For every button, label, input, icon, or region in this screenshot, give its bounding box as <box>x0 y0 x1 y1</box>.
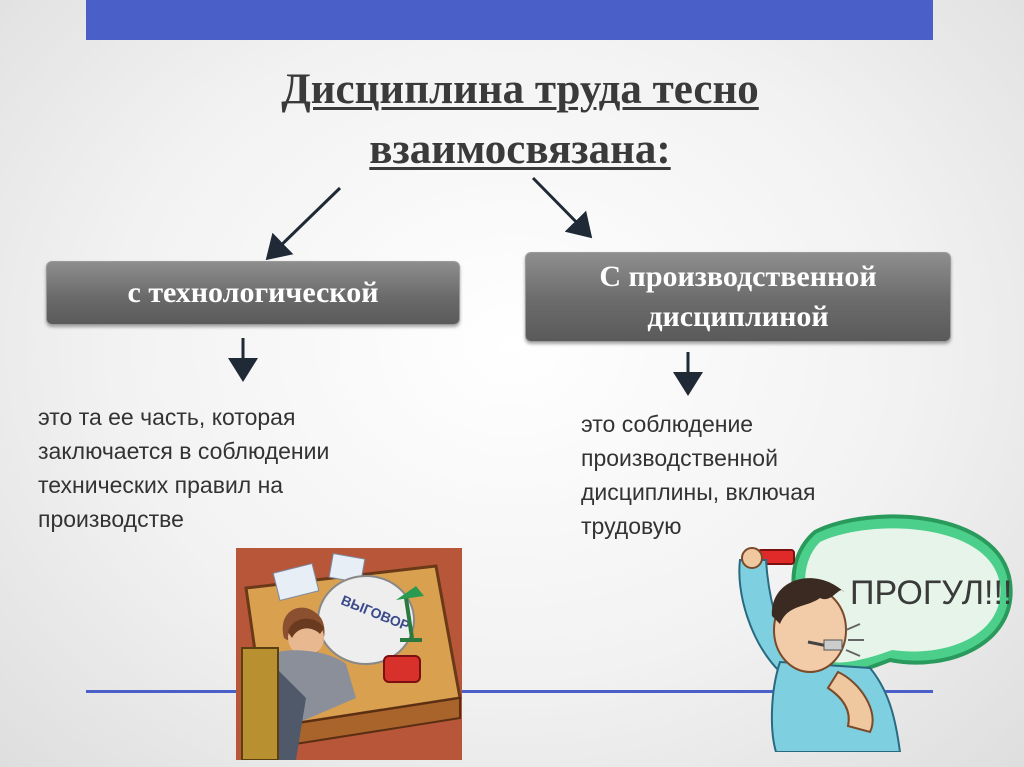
technological-box-label: с технологической <box>127 276 379 309</box>
top-accent-bar <box>86 0 933 40</box>
production-discipline-box-label: С производственной дисциплиной <box>599 260 877 333</box>
slide-title: Дисциплина труда тесно взаимосвязана: <box>281 66 759 173</box>
reprimand-illustration: ВЫГОВОР <box>236 548 462 760</box>
bottom-accent-line-right <box>880 690 933 693</box>
absenteeism-illustration: ПРОГУЛ!!! <box>738 514 1013 752</box>
bottom-accent-line-left <box>86 690 236 693</box>
technological-box: с технологической <box>46 261 460 325</box>
production-discipline-box: С производственной дисциплиной <box>525 252 951 342</box>
bottom-accent-line-middle <box>462 690 780 693</box>
production-description: это соблюдение производственной дисципли… <box>581 411 816 539</box>
absenteeism-bubble-text: ПРОГУЛ!!! <box>850 574 1012 612</box>
technological-description: это та ее часть, которая заключается в с… <box>38 404 330 532</box>
arrow-to-right-box <box>531 176 593 239</box>
arrow-to-left-box <box>265 186 342 261</box>
